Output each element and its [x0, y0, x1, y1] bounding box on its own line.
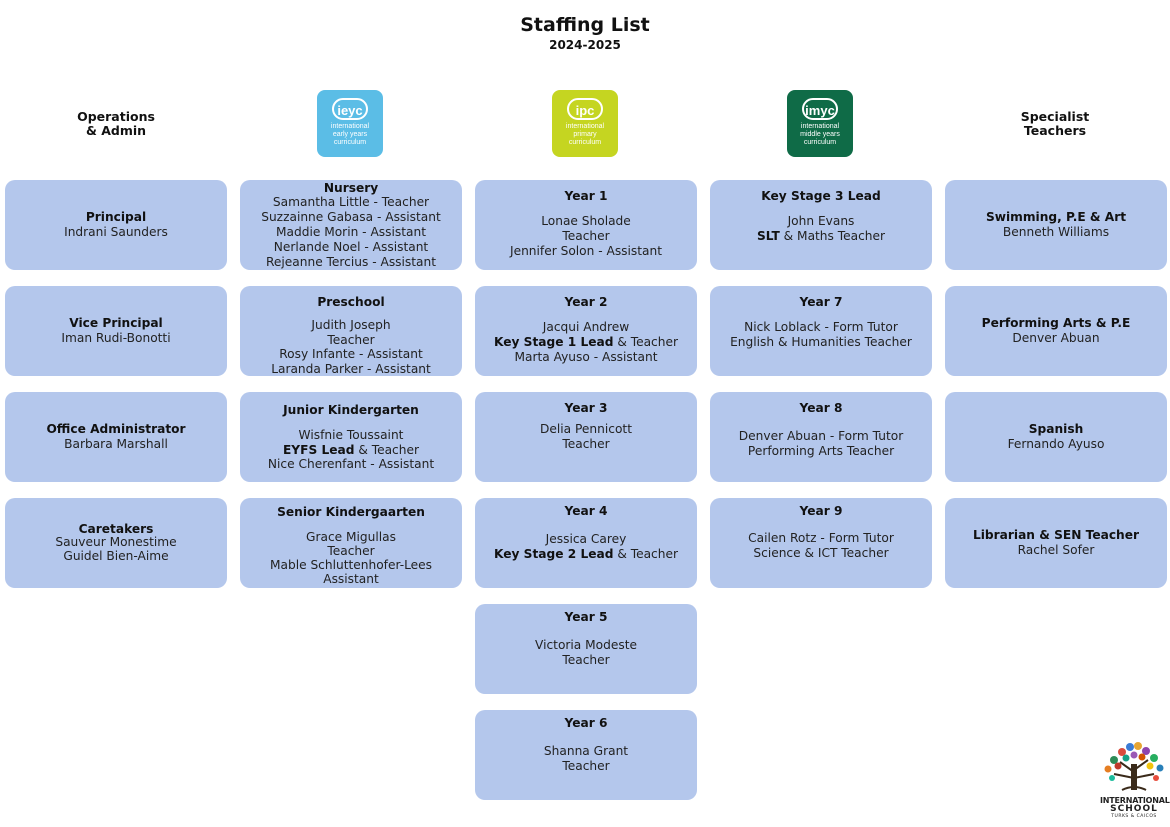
- card-year-5: Year 5 Victoria Modeste Teacher: [475, 604, 697, 694]
- tree-icon: [1104, 742, 1164, 791]
- specialist-heading: Specialist Teachers: [1020, 109, 1090, 138]
- card-year-6: Year 6 Shanna Grant Teacher: [475, 710, 697, 800]
- card-performing-arts-pe: Performing Arts & P.E Denver Abuan: [945, 286, 1167, 376]
- card-junior-kindergarten: Junior Kindergarten Wisfnie Toussaint EY…: [240, 392, 462, 482]
- card-caretakers: Caretakers Sauveur Monestime Guidel Bien…: [5, 498, 227, 588]
- page-title: Staffing List: [520, 14, 650, 36]
- card-librarian-sen: Librarian & SEN Teacher Rachel Sofer: [945, 498, 1167, 588]
- card-senior-kindergaarten: Senior Kindergaarten Grace Migullas Teac…: [240, 498, 462, 588]
- card-principal: Principal Indrani Saunders: [5, 180, 227, 270]
- ipc-logo: ipc international primary curriculum: [552, 90, 618, 157]
- card-year-4: Year 4 Jessica Carey Key Stage 2 Lead & …: [475, 498, 697, 588]
- card-nursery: Nursery Samantha Little - Teacher Suzzai…: [240, 180, 462, 270]
- card-year-8: Year 8 Denver Abuan - Form Tutor Perform…: [710, 392, 932, 482]
- operations-heading: Operations & Admin: [77, 109, 155, 138]
- school-logo: INTERNATIONAL SCHOOL TURKS & CAICOS: [1100, 738, 1170, 820]
- page-subtitle: 2024-2025: [549, 38, 621, 52]
- imyc-logo: imyc international middle years curricul…: [787, 90, 853, 157]
- card-year-3: Year 3 Delia Pennicott Teacher: [475, 392, 697, 482]
- card-swimming-pe-art: Swimming, P.E & Art Benneth Williams: [945, 180, 1167, 270]
- card-office-administrator: Office Administrator Barbara Marshall: [5, 392, 227, 482]
- card-year-1: Year 1 Lonae Sholade Teacher Jennifer So…: [475, 180, 697, 270]
- card-spanish: Spanish Fernando Ayuso: [945, 392, 1167, 482]
- card-vice-principal: Vice Principal Iman Rudi-Bonotti: [5, 286, 227, 376]
- card-year-9: Year 9 Cailen Rotz - Form Tutor Science …: [710, 498, 932, 588]
- card-year-7: Year 7 Nick Loblack - Form Tutor English…: [710, 286, 932, 376]
- card-year-2: Year 2 Jacqui Andrew Key Stage 1 Lead & …: [475, 286, 697, 376]
- card-key-stage-3-lead: Key Stage 3 Lead John Evans SLT & Maths …: [710, 180, 932, 270]
- ieyc-logo: ieyc international early years curriculu…: [317, 90, 383, 157]
- card-preschool: Preschool Judith Joseph Teacher Rosy Inf…: [240, 286, 462, 376]
